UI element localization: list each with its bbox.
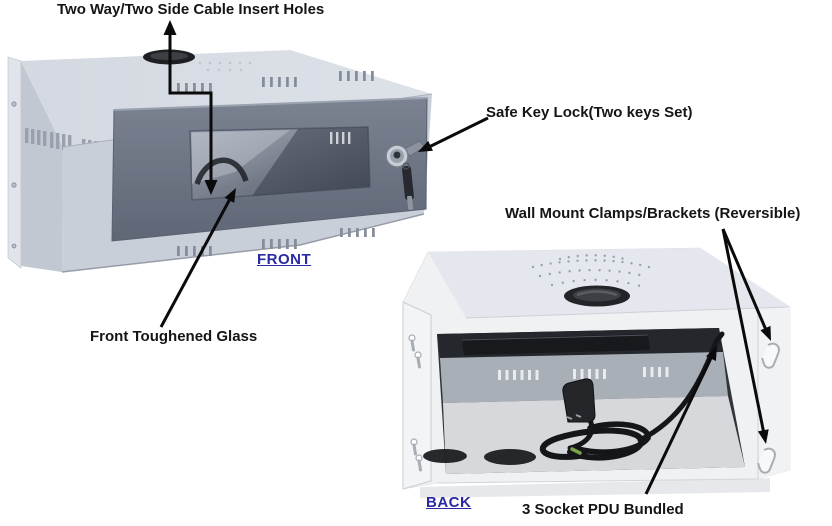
- wall-clamp-top: [761, 342, 780, 369]
- top-front-edge: [465, 306, 791, 319]
- glass-window: [189, 126, 371, 201]
- arrowhead-icon: [760, 325, 771, 341]
- label-toughened-glass: Front Toughened Glass: [90, 328, 258, 345]
- front-cabinet-left-face: [21, 61, 63, 272]
- arrowhead-icon: [706, 346, 717, 361]
- arrowhead-down-icon: [204, 180, 218, 195]
- caption-back-view: BACK: [426, 494, 472, 511]
- arrowhead-icon: [418, 140, 433, 152]
- front-cabinet: [7, 49, 433, 273]
- label-pdu: 3 Socket PDU Bundled: [522, 501, 684, 518]
- back-opening: [423, 328, 745, 474]
- arrow-pdu-line: [644, 357, 713, 495]
- annotation-arrows: [159, 33, 768, 495]
- arrow-key-lock-line: [428, 116, 489, 149]
- arrow-wall-mount-line-2: [721, 228, 766, 435]
- floor-cable-hole: [423, 449, 467, 463]
- label-cable-insert-holes: Two Way/Two Side Cable Insert Holes: [57, 1, 325, 18]
- hanging-key: [402, 165, 414, 210]
- front-cabinet-left-flange: [7, 56, 22, 269]
- annotation-arrowheads: [163, 20, 771, 444]
- rack-silhouette: [462, 334, 650, 355]
- vent-reflection: [330, 132, 351, 144]
- top-vent-slots: [177, 71, 374, 93]
- label-wall-mount: Wall Mount Clamps/Brackets (Reversible): [505, 205, 801, 222]
- interior-back-wall: [440, 352, 728, 403]
- pdu-cable: [540, 331, 725, 461]
- screw-icon: [11, 243, 17, 249]
- back-cabinet-top-face: [428, 248, 790, 318]
- back-cabinet: [402, 247, 791, 498]
- arrowhead-icon: [224, 188, 236, 203]
- arrowhead-icon: [757, 429, 769, 444]
- interior-vent-slots: [498, 367, 669, 380]
- power-plug: [562, 378, 596, 423]
- floor-cable-hole: [484, 449, 536, 465]
- caption-front-view: FRONT: [257, 251, 312, 268]
- left-mounting-flange: [402, 301, 432, 490]
- door-top-bevel: [113, 97, 428, 111]
- key-ring: [402, 162, 410, 170]
- arrow-glass-line: [159, 196, 233, 328]
- cable-seen-through-glass: [194, 157, 249, 185]
- front-bottom-edge: [61, 213, 425, 273]
- top-cable-hole-back: [564, 285, 630, 307]
- perforation-holes: [531, 254, 654, 288]
- cable-tie: [570, 447, 582, 455]
- mounting-slots: [408, 334, 423, 472]
- screw-icon: [11, 101, 17, 107]
- label-key-lock: Safe Key Lock(Two keys Set): [486, 104, 693, 121]
- key-lock: [385, 140, 425, 210]
- back-cabinet-shadow: [420, 478, 770, 498]
- arrowhead-up-icon: [163, 20, 177, 35]
- arrow-cable-holes-line: [168, 33, 213, 186]
- screw-icon: [11, 182, 17, 188]
- arrow-wall-mount-line-1: [721, 228, 768, 331]
